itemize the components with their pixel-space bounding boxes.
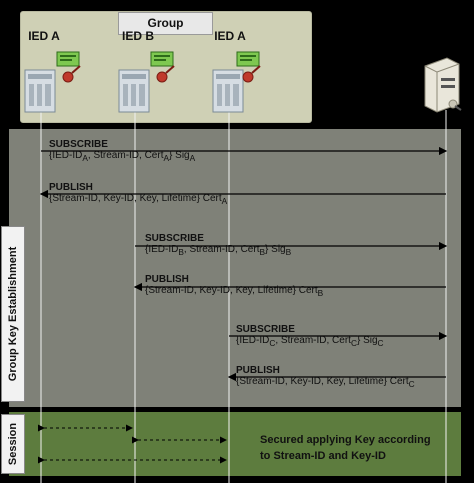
message-detail: {IED-IDA, Stream-ID, CertA} SigA xyxy=(49,150,196,163)
certificate-icon xyxy=(236,51,260,67)
message-subscribe-b: SUBSCRIBE {IED-IDB, Stream-ID, CertB} Si… xyxy=(145,233,292,257)
message-publish-b: PUBLISH {Stream-ID, Key-ID, Key, Lifetim… xyxy=(145,274,324,298)
ied-device-icon xyxy=(24,69,56,113)
message-detail: {Stream-ID, Key-ID, Key, Lifetime} CertB xyxy=(145,285,324,298)
ied-label-2: IED B xyxy=(121,29,154,43)
ied-device-icon xyxy=(212,69,244,113)
session-description: Secured applying Key according to Stream… xyxy=(260,434,431,462)
message-subscribe-a: SUBSCRIBE {IED-IDA, Stream-ID, CertA} Si… xyxy=(49,139,196,163)
ied-label-3: IED A xyxy=(214,29,246,43)
group-box: Group xyxy=(20,11,312,123)
message-detail: {Stream-ID, Key-ID, Key, Lifetime} CertA xyxy=(49,193,228,206)
group-title: Group xyxy=(118,12,213,35)
message-publish-a: PUBLISH {Stream-ID, Key-ID, Key, Lifetim… xyxy=(49,182,228,206)
key-icon xyxy=(242,65,261,83)
message-detail: {Stream-ID, Key-ID, Key, Lifetime} CertC xyxy=(236,376,415,389)
message-subscribe-c: SUBSCRIBE {IED-IDC, Stream-ID, CertC} Si… xyxy=(236,324,384,348)
certificate-icon xyxy=(56,51,80,67)
gke-section-label: Group Key Establishment xyxy=(1,226,25,402)
server-icon xyxy=(424,57,462,113)
ied-device-icon xyxy=(118,69,150,113)
key-icon xyxy=(62,65,81,83)
session-section-label: Session xyxy=(1,414,25,474)
message-detail: {IED-IDC, Stream-ID, CertC} SigC xyxy=(236,335,384,348)
session-panel xyxy=(9,412,461,476)
certificate-icon xyxy=(150,51,174,67)
key-icon xyxy=(156,65,175,83)
message-detail: {IED-IDB, Stream-ID, CertB} SigB xyxy=(145,244,292,257)
message-publish-c: PUBLISH {Stream-ID, Key-ID, Key, Lifetim… xyxy=(236,365,415,389)
group-key-establishment-panel xyxy=(9,129,461,407)
ied-label-1: IED A xyxy=(28,29,60,43)
